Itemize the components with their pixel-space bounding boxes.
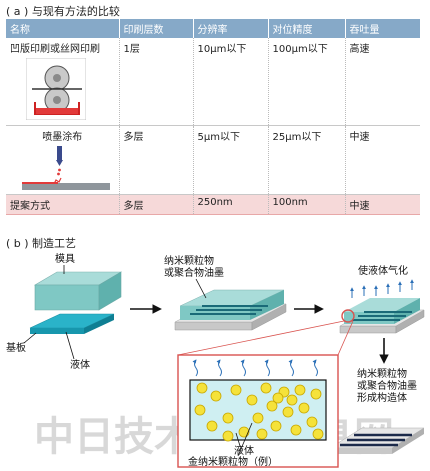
substrate-with-liquid	[29, 313, 115, 334]
cell-name: 喷墨涂布	[6, 125, 120, 195]
cell-name: 凹版印刷或丝网印刷	[6, 38, 120, 126]
comparison-table: 名称 印刷层数 分辨率 对位精度 吞吐量 凹版印刷或丝网印刷	[6, 19, 420, 215]
table-row: 凹版印刷或丝网印刷 1层 10μm以下 100μm以下 高速	[6, 38, 420, 126]
vapor-arrows	[192, 359, 318, 377]
header-name: 名称	[6, 19, 120, 38]
label-liquid: 液体	[70, 358, 90, 371]
header-layers: 印刷层数	[119, 19, 194, 38]
callout-line-right	[337, 320, 354, 356]
table-row: 喷墨涂布 多层 5μm以下 25μm以下 中速	[6, 125, 420, 195]
label-structure-1: 纳米颗粒物	[357, 367, 407, 380]
table-header-row: 名称 印刷层数 分辨率 对位精度 吞吐量	[6, 19, 420, 38]
cell-resolution: 250nm	[193, 194, 269, 215]
table-row-proposal: 提案方式 多层 250nm 100nm 中速	[6, 194, 420, 215]
cell-layers: 多层	[119, 194, 194, 215]
cell-resolution: 10μm以下	[193, 38, 269, 126]
cell-throughput: 高速	[345, 38, 420, 126]
label-structure-3: 形成构造体	[357, 391, 407, 404]
label-nano-ink-2: 或聚合物油墨	[164, 266, 224, 279]
label-nano-ink-1: 纳米颗粒物	[164, 254, 214, 267]
leader-nano-ink	[195, 278, 207, 299]
cell-name-text: 凹版印刷或丝网印刷	[10, 44, 100, 55]
process-diagram: 中日技术产业信息网 模具 基板 液体 纳米颗粒物 或聚合物油墨	[6, 253, 425, 468]
callout-line-left	[177, 320, 345, 356]
label-structure-2: 或聚合物油墨	[357, 379, 417, 392]
gold-particles	[194, 382, 324, 442]
cell-resolution: 5μm以下	[193, 125, 269, 195]
inset-label-particles: 金纳米颗粒物（例）	[188, 455, 278, 468]
evaporation-stack	[339, 279, 425, 334]
leader-liquid	[65, 331, 75, 360]
inkjet-illustration	[22, 146, 110, 190]
cell-name-text: 喷墨涂布	[42, 132, 83, 143]
cell-layers: 多层	[119, 125, 194, 195]
mold-block	[33, 271, 123, 311]
section-b-title: ( b ) 制造工艺	[6, 237, 77, 250]
cell-throughput: 中速	[345, 194, 420, 215]
label-substrate: 基板	[6, 341, 26, 354]
header-alignment: 对位精度	[268, 19, 346, 38]
cell-layers: 1层	[119, 38, 194, 126]
inset-label-liquid: 液体	[234, 444, 254, 457]
cell-alignment: 100μm以下	[268, 38, 346, 126]
section-a-title: ( a ) 与现有方法的比较	[6, 5, 120, 18]
cell-alignment: 100nm	[268, 194, 346, 215]
final-structure	[329, 427, 425, 454]
cell-alignment: 25μm以下	[268, 125, 346, 195]
pressed-stack	[174, 289, 287, 331]
magnified-inset: 液体 金纳米颗粒物（例）	[177, 354, 339, 468]
roll-printing-illustration	[26, 58, 86, 120]
label-mold: 模具	[55, 253, 75, 265]
cell-throughput: 中速	[345, 125, 420, 195]
cell-name: 提案方式	[6, 194, 120, 215]
label-vaporize: 使液体气化	[358, 264, 408, 277]
header-resolution: 分辨率	[193, 19, 269, 38]
header-throughput: 吞吐量	[345, 19, 420, 38]
leader-substrate	[23, 332, 37, 344]
